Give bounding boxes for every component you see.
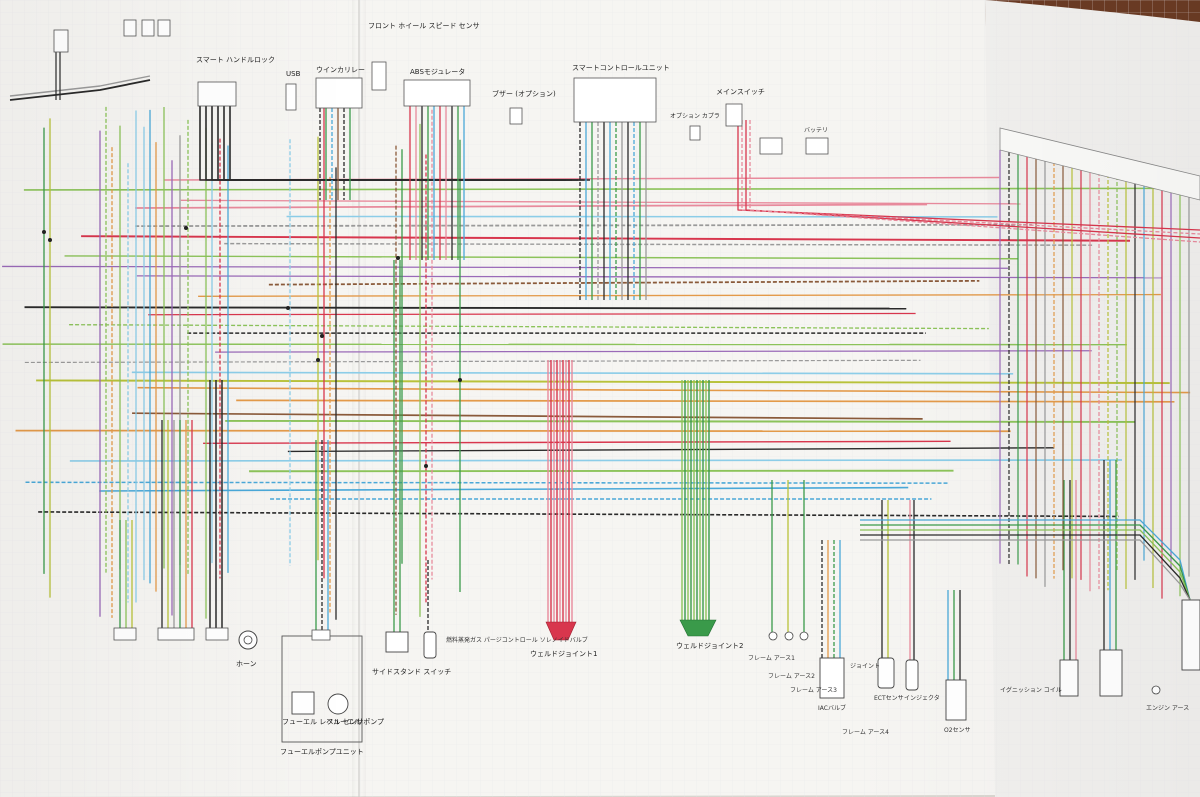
- wiring-diagram: フロント ホイール スピード センサ スマート ハンドルロック USB ウインカ…: [0, 0, 1200, 797]
- wiring-diagram-photo: フロント ホイール スピード センサ スマート ハンドルロック USB ウインカ…: [0, 0, 1200, 797]
